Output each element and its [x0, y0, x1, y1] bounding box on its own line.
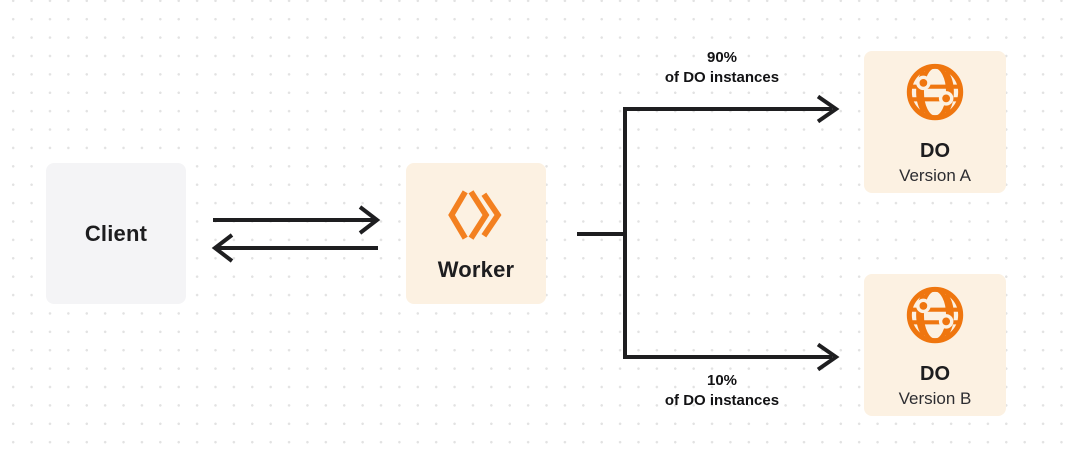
split-connector [577, 107, 627, 359]
do-a-subtitle: Version A [899, 166, 971, 185]
bottom-split-percent: 10% [706, 372, 738, 389]
do-b-title: DO [920, 363, 950, 385]
client-label: Client [84, 220, 148, 246]
node-do-version-a: DO Version A [864, 51, 1006, 193]
bottom-split-caption: of DO instances [664, 392, 780, 409]
node-client: Client [46, 163, 186, 304]
label-bottom-split: 10% of DO instances [612, 371, 832, 411]
workers-logo-icon [444, 186, 508, 244]
request-arrow [213, 205, 381, 235]
label-top-split: 90% of DO instances [612, 48, 832, 88]
worker-label: Worker [437, 257, 515, 282]
top-split-caption: of DO instances [664, 69, 780, 86]
node-do-version-b: DO Version B [864, 274, 1006, 416]
arrow-to-version-a [625, 94, 840, 124]
response-arrow [211, 233, 378, 263]
do-a-title: DO [920, 140, 950, 162]
node-worker: Worker [406, 163, 546, 304]
arrow-to-version-b [625, 342, 840, 372]
top-split-percent: 90% [706, 49, 738, 66]
globe-icon [904, 62, 966, 124]
globe-icon [904, 285, 966, 347]
do-b-subtitle: Version B [898, 389, 972, 408]
